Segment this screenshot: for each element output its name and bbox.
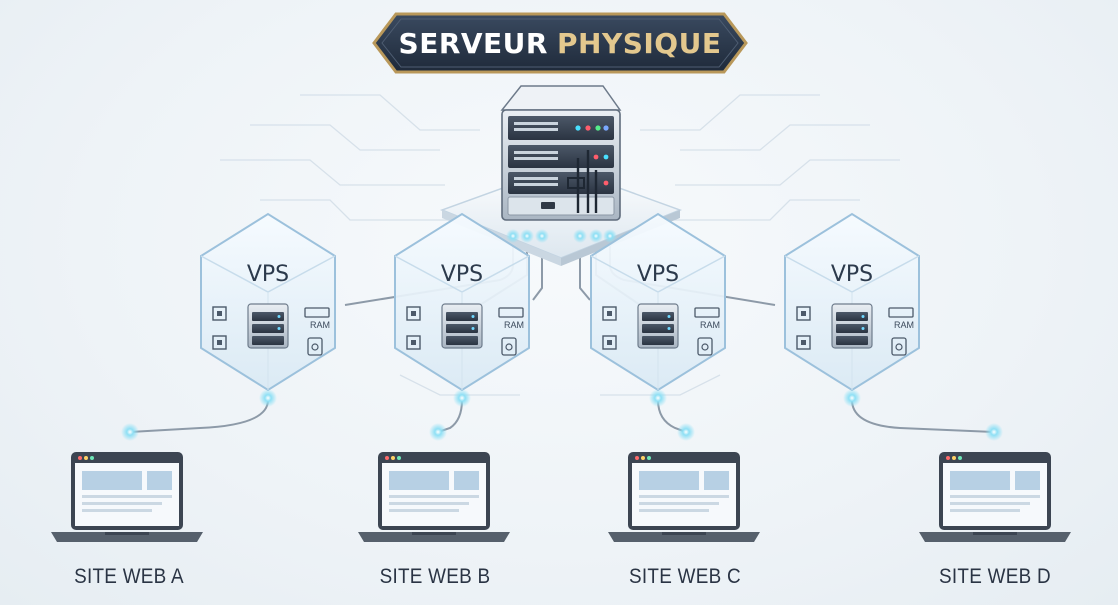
laptop-icon-c: [608, 452, 760, 542]
laptop-icon-d: [919, 452, 1071, 542]
vps-label-3: VPS: [636, 262, 680, 287]
site-label-a: SITE WEB A: [74, 565, 184, 588]
vps-label-1: VPS: [246, 262, 290, 287]
title-part-physique: PHYSIQUE: [556, 26, 722, 60]
laptop-icon-a: [51, 452, 203, 542]
platform-ports: [506, 229, 617, 243]
vps-ram-label-2: RAM: [504, 320, 524, 330]
vps-site-links: [129, 399, 995, 433]
laptop-icon-b: [358, 452, 510, 542]
site-label-d: SITE WEB D: [939, 565, 1051, 588]
page-title: SERVEUR PHYSIQUE: [374, 14, 746, 72]
vps-label-4: VPS: [830, 262, 874, 287]
connection-nodes: [121, 389, 1003, 441]
vps-ram-label-1: RAM: [310, 320, 330, 330]
vps-card-1: [200, 213, 336, 391]
circuit-background: [220, 94, 900, 396]
title-part-serveur: SERVEUR: [398, 26, 548, 60]
vps-label-2: VPS: [440, 262, 484, 287]
vps-card-4: [784, 213, 920, 391]
site-label-b: SITE WEB B: [379, 565, 491, 588]
physical-server-icon: [500, 85, 622, 221]
vps-ram-label-4: RAM: [894, 320, 914, 330]
vps-ram-label-3: RAM: [700, 320, 720, 330]
site-label-c: SITE WEB C: [629, 565, 741, 588]
title-banner-shape: [372, 12, 748, 74]
